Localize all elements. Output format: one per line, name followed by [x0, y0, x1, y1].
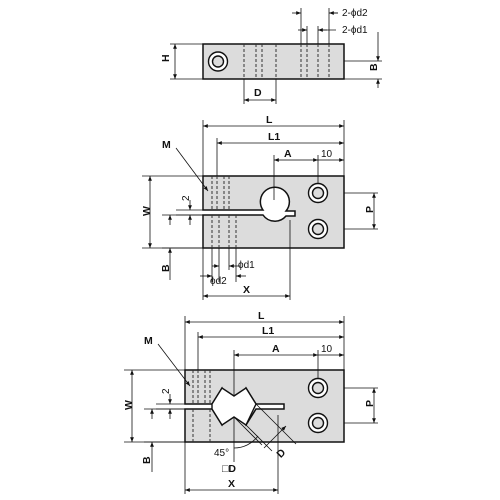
square-bore-A-label: A	[272, 343, 280, 355]
top-view-d1-label: 2-ϕd1	[342, 25, 368, 36]
round-bore-A-label: A	[284, 148, 292, 160]
round-bore-d1-label: ϕd1	[238, 260, 255, 271]
square-bore-D-label: D	[274, 446, 288, 460]
top-view-H-label: H	[160, 54, 172, 62]
round-bore-B-label: B	[160, 264, 172, 272]
round-bore-L-label: L	[266, 114, 273, 126]
round-bore-P-label: P	[364, 206, 376, 213]
top-view-B-label: B	[368, 63, 380, 71]
round-bore-W-label: W	[141, 206, 153, 216]
round-bore-2-label: 2	[181, 195, 192, 201]
round-bore-X-label: X	[243, 284, 250, 296]
square-bore-squareD-label: □D	[222, 463, 236, 475]
top-view-d2-label: 2-ϕd2	[342, 8, 368, 19]
square-bore-B-label: B	[141, 456, 153, 464]
square-bore-hole	[211, 387, 257, 427]
round-bore-10-label: 10	[321, 149, 333, 160]
round-bore-d2-label: ϕd2	[210, 276, 227, 287]
round-bore-M-label: M	[162, 139, 171, 151]
round-bore-view: L L1 A 10 M 2 W	[141, 114, 378, 300]
square-bore-2-label: 2	[161, 388, 172, 394]
top-view-hidden-lines	[243, 44, 330, 79]
round-bore-L1-label: L1	[268, 131, 280, 143]
square-bore-angle-label: 45°	[214, 448, 229, 459]
square-bore-10-label: 10	[321, 344, 333, 355]
top-view: 2-ϕd2 2-ϕd1 H B D	[160, 8, 382, 104]
top-view-counterbore-inner	[211, 55, 225, 68]
square-bore-hole-top-inner	[311, 381, 325, 395]
square-bore-P-label: P	[364, 400, 376, 407]
square-bore-L-label: L	[258, 310, 265, 322]
square-bore-M-label: M	[144, 335, 153, 347]
round-bore-hole-bottom-inner	[311, 222, 325, 236]
square-bore-W-label: W	[123, 400, 135, 410]
round-bore-hole-top-inner	[311, 186, 325, 200]
round-bore-hidden-lines	[211, 176, 237, 248]
top-view-D-label: D	[254, 87, 262, 99]
square-bore-L1-label: L1	[262, 325, 274, 337]
square-bore-X-label: X	[228, 478, 235, 490]
square-bore-hole-bottom-inner	[311, 416, 325, 430]
square-bore-hidden-lines	[192, 370, 211, 442]
square-bore-view: L L1 A 10 M 2 W	[123, 310, 378, 494]
